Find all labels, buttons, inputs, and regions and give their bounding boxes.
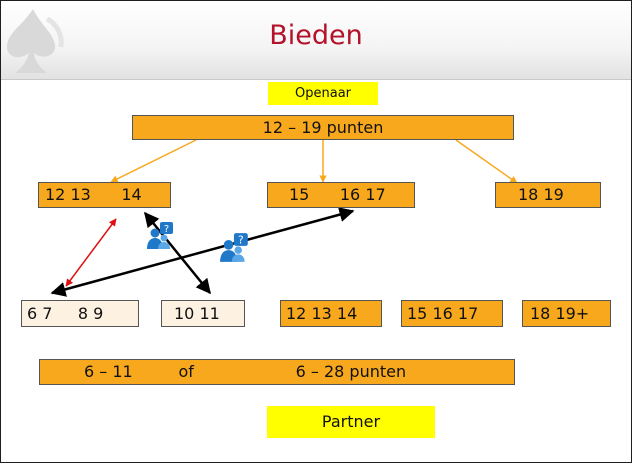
responder-group-15-17: 15 16 17: [401, 300, 503, 327]
svg-text:?: ?: [164, 224, 169, 235]
header: Bieden: [1, 1, 631, 80]
responder-group-6-9: 6 7 8 9: [21, 300, 139, 327]
svg-text:?: ?: [238, 234, 244, 247]
opener-label: Openaar: [268, 82, 378, 105]
responder-range-box: 6 – 11 of 6 – 28 punten: [39, 359, 515, 385]
opener-group-18-19: 18 19: [495, 182, 601, 208]
slide-title: Bieden: [269, 20, 363, 51]
question-person-icon: ?: [147, 222, 173, 249]
responder-group-12-14: 12 13 14: [280, 300, 382, 327]
responder-group-10-11: 10 11: [161, 300, 245, 327]
question-person-icon: ?: [220, 233, 248, 262]
black-arrow-to-16: [50, 207, 355, 297]
opener-range-box: 12 – 19 punten: [132, 115, 514, 140]
red-double-arrow: [65, 218, 117, 287]
connector-left: [110, 139, 197, 183]
partner-label: Partner: [267, 406, 435, 438]
responder-group-18-19plus: 18 19+: [522, 300, 611, 327]
connector-right: [455, 139, 518, 184]
opener-group-12-14: 12 13 14: [38, 182, 171, 208]
spade-logo-icon: [7, 9, 64, 73]
opener-group-15-17: 15 16 17: [267, 182, 415, 208]
